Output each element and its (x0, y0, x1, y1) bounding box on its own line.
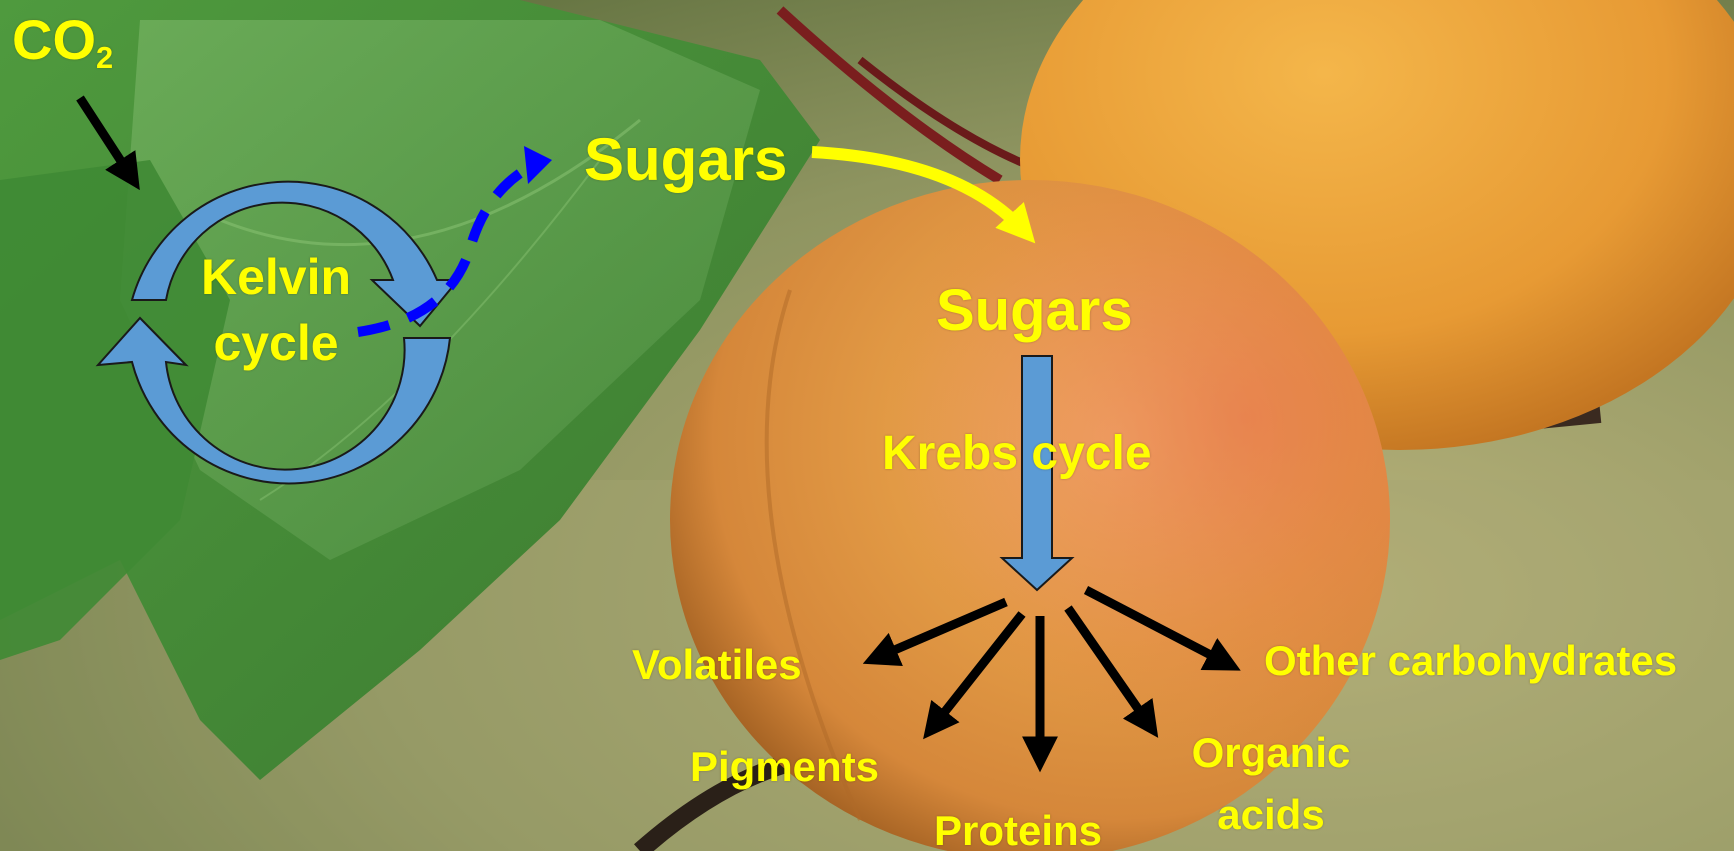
sugars-leaf-label: Sugars (584, 130, 787, 190)
co2-subscript: 2 (96, 40, 113, 75)
pigments-label: Pigments (690, 746, 879, 788)
organic-acids-line2: acids (1176, 794, 1366, 836)
other-carbohydrates-label: Other carbohydrates (1264, 640, 1677, 682)
krebs-cycle-label: Krebs cycle (882, 430, 1152, 478)
kelvin-label-line2: cycle (186, 318, 366, 368)
kelvin-cycle-label: Kelvin cycle (186, 252, 366, 368)
co2-text: CO (12, 8, 96, 71)
proteins-label: Proteins (934, 810, 1102, 851)
volatiles-label: Volatiles (632, 644, 802, 686)
sugars-fruit-label: Sugars (936, 282, 1133, 340)
organic-acids-line1: Organic (1176, 732, 1366, 774)
organic-acids-label: Organic acids (1176, 732, 1366, 836)
kelvin-label-line1: Kelvin (186, 252, 366, 302)
co2-label: CO2 (12, 12, 113, 74)
